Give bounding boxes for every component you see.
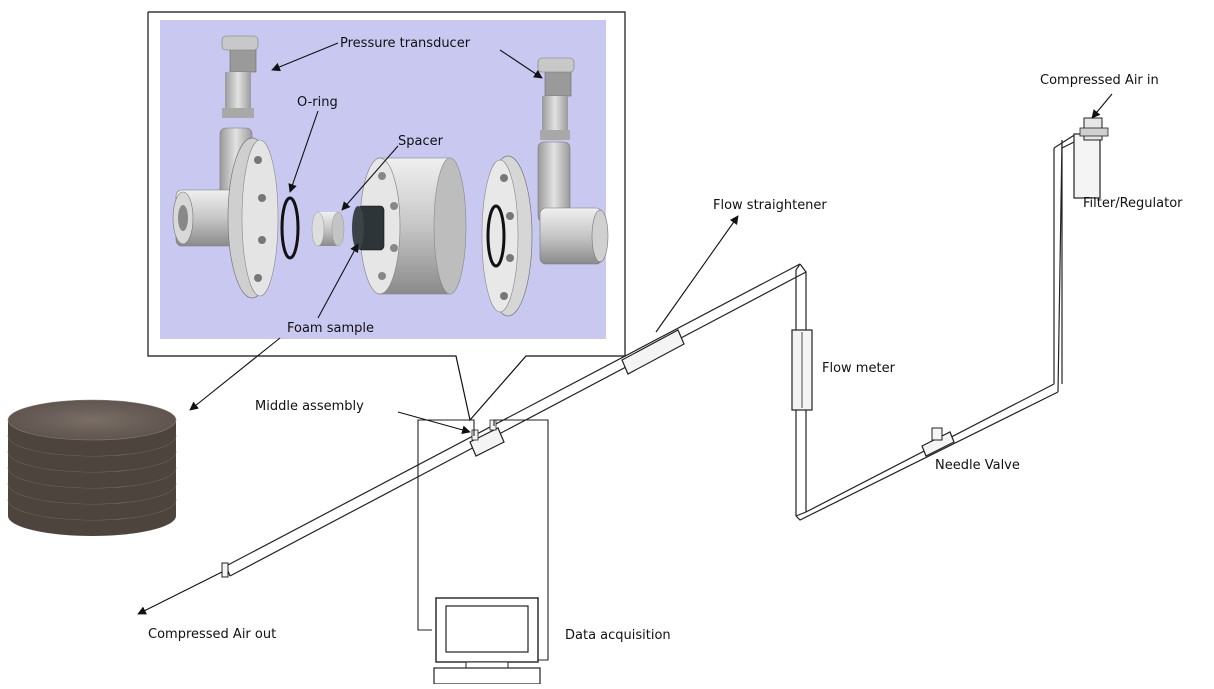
- arrow-air-in: [1091, 93, 1113, 119]
- inset-callout: Pressure transducer O-ring Spacer Foam s…: [147, 11, 626, 422]
- arrow-o-ring: [288, 110, 319, 193]
- foam-sample-stack: [7, 399, 177, 536]
- right-tee-flange: [481, 57, 609, 317]
- arrow-to-foam-stack: [189, 337, 281, 411]
- label-flow-straightener: Flow straightener: [713, 198, 827, 213]
- data-acquisition-system: [417, 419, 549, 685]
- label-spacer: Spacer: [398, 134, 444, 149]
- label-o-ring: O-ring: [297, 95, 338, 110]
- flow-straightener-part: [621, 329, 685, 375]
- needle-valve-part: [921, 427, 955, 457]
- label-middle-assembly: Middle assembly: [255, 399, 364, 414]
- arrow-flow-straightener: [655, 215, 739, 333]
- arrow-middle-assembly: [397, 411, 471, 435]
- foam-disc: [7, 399, 177, 441]
- pipe-network: [221, 117, 1109, 578]
- label-pressure-transducer: Pressure transducer: [340, 36, 471, 51]
- spacer-part: [311, 211, 345, 247]
- computer-monitor: [433, 597, 541, 685]
- label-compressed-air-out: Compressed Air out: [148, 627, 276, 642]
- label-compressed-air-in: Compressed Air in: [1040, 73, 1159, 88]
- arrow-pressure-left: [271, 42, 339, 72]
- middle-housing: [352, 157, 467, 295]
- label-needle-valve: Needle Valve: [935, 458, 1020, 473]
- arrow-spacer: [341, 145, 399, 211]
- arrow-pressure-right: [499, 49, 543, 79]
- o-ring-part: [280, 196, 300, 260]
- label-data-acquisition: Data acquisition: [565, 628, 671, 643]
- left-tee-flange: [172, 127, 279, 299]
- label-filter-regulator: Filter/Regulator: [1083, 196, 1183, 211]
- filter-regulator-part: [1073, 117, 1109, 199]
- left-pressure-transducer: [221, 35, 259, 118]
- middle-assembly-part: [469, 419, 505, 457]
- arrow-air-out: [137, 571, 223, 615]
- arrow-foam-sample: [317, 243, 359, 319]
- label-foam-sample: Foam sample: [287, 321, 374, 336]
- label-flow-meter: Flow meter: [822, 361, 896, 376]
- main-diagonal-pipe: [225, 263, 807, 577]
